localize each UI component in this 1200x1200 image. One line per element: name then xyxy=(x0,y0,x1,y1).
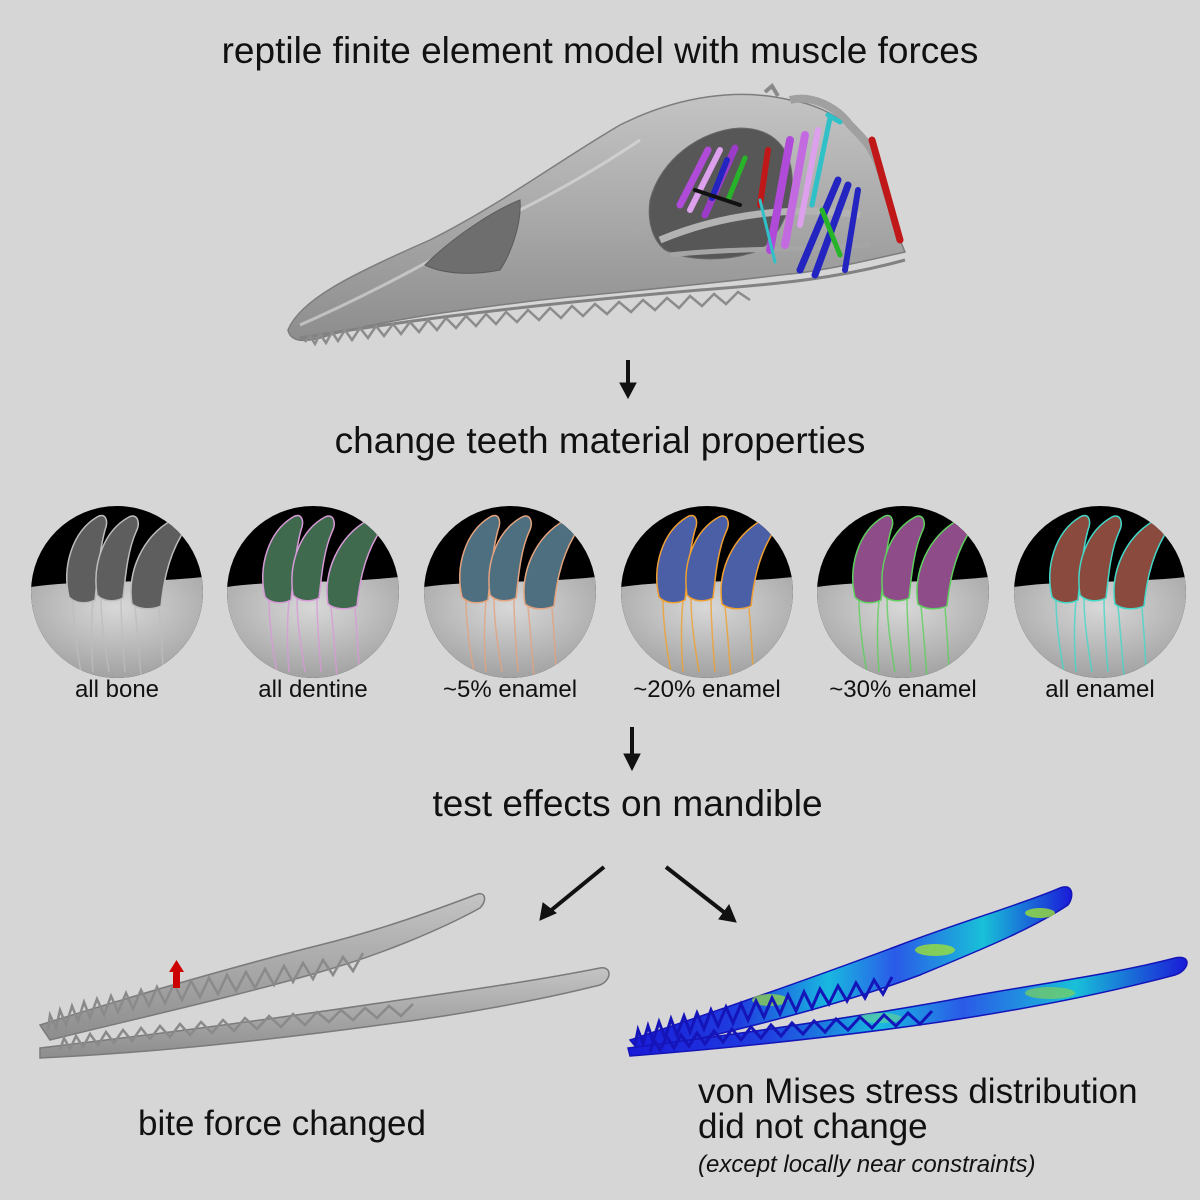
material-variant-label: all enamel xyxy=(1045,676,1155,703)
mandible-grey xyxy=(38,893,610,1059)
tooth-shape xyxy=(130,517,185,610)
bite-force-arrow xyxy=(169,960,184,988)
tooth-shape xyxy=(685,515,729,602)
tooth-shape xyxy=(916,517,971,610)
arrow-down-1 xyxy=(619,360,637,400)
tooth-shape xyxy=(720,517,775,610)
stress-result-label: von Mises stress distribution did not ch… xyxy=(698,1072,1138,1146)
tooth-shape xyxy=(95,515,139,602)
flow-arrows xyxy=(539,360,737,923)
material-thumbnail xyxy=(817,506,989,678)
material-variant-label: all dentine xyxy=(258,676,368,703)
mandible-stress-map xyxy=(627,886,1188,1057)
material-variant-label: ~20% enamel xyxy=(633,676,781,703)
tooth-shape xyxy=(881,515,925,602)
step-2-label: change teeth material properties xyxy=(334,420,866,461)
tooth-shape xyxy=(326,517,381,610)
bite-force-result-label: bite force changed xyxy=(138,1104,426,1143)
tooth-shape xyxy=(1078,515,1122,602)
material-variant-label: all bone xyxy=(74,676,160,703)
stress-result-note: (except locally near constraints) xyxy=(698,1151,1036,1178)
material-thumbnail xyxy=(227,506,399,678)
tooth-shape xyxy=(1113,517,1168,610)
material-thumbnail xyxy=(424,506,596,678)
material-thumbnail xyxy=(1014,506,1186,678)
arrow-down-2 xyxy=(623,727,641,772)
material-thumbnail xyxy=(621,506,793,678)
muscle-force-vectors xyxy=(676,112,904,279)
material-thumbnail xyxy=(31,506,203,678)
tooth-shape xyxy=(291,515,335,602)
diagram-title: reptile finite element model with muscle… xyxy=(221,30,979,71)
tooth-shape xyxy=(488,515,532,602)
arrow-to-bite-force xyxy=(539,865,606,921)
step-3-label: test effects on mandible xyxy=(432,783,823,824)
material-variant-label: ~5% enamel xyxy=(442,676,578,703)
tooth-shape xyxy=(523,517,578,610)
arrow-to-stress-result xyxy=(664,865,737,923)
material-variant-label: ~30% enamel xyxy=(829,676,977,703)
